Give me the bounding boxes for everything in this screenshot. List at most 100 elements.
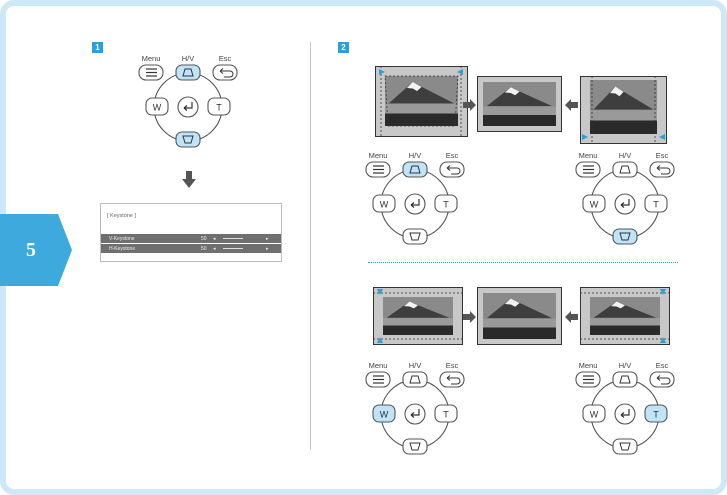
back-icon — [446, 375, 461, 385]
back-icon — [656, 375, 671, 385]
hv-label: H/V — [618, 151, 632, 160]
keystone-up-icon — [409, 165, 421, 174]
mountain-image-trapezoid-top — [375, 66, 468, 142]
enter-button[interactable] — [177, 96, 199, 118]
enter-icon — [410, 199, 420, 208]
keystone-down-icon — [182, 135, 194, 144]
t-button[interactable] — [434, 404, 458, 423]
esc-button[interactable] — [212, 64, 238, 81]
t-label: T — [216, 103, 222, 113]
esc-label: Esc — [655, 361, 669, 370]
t-label: T — [653, 200, 659, 210]
w-label: W — [153, 103, 162, 113]
v-keystone-row[interactable]: V-Keystone 50 ◂ ▸ — [101, 234, 281, 243]
enter-button[interactable] — [404, 403, 426, 425]
esc-label: Esc — [218, 54, 232, 63]
menu-label: Menu — [578, 151, 598, 160]
section-tab — [0, 214, 72, 286]
w-label: W — [590, 410, 599, 420]
keystone-down-button[interactable] — [612, 228, 638, 245]
keystone-down-icon — [619, 232, 631, 241]
v-keystone-slider[interactable] — [223, 238, 243, 239]
hv-keystone-up-button[interactable] — [612, 161, 638, 178]
w-button[interactable] — [582, 194, 606, 213]
menu-icon — [373, 375, 384, 384]
pad-step1: W T Menu H/V Esc — [133, 53, 243, 163]
keystone-up-icon — [182, 68, 194, 77]
step-badge-2: 2 — [338, 42, 349, 53]
esc-button[interactable] — [439, 161, 465, 178]
h-keystone-left-icon[interactable]: ◂ — [213, 245, 216, 252]
t-label: T — [443, 410, 449, 420]
enter-button[interactable] — [614, 403, 636, 425]
hv-keystone-up-button[interactable] — [402, 161, 428, 178]
h-keystone-value: 50 — [201, 245, 207, 252]
enter-button[interactable] — [404, 193, 426, 215]
keystone-menu: [ Keystone ] V-Keystone 50 ◂ ▸ H-Keyston… — [100, 203, 282, 262]
t-label: T — [653, 410, 659, 420]
mountain-image-corrected-top — [477, 76, 562, 137]
mountain-image-trapezoid-bottom — [373, 287, 463, 350]
menu-icon — [373, 165, 384, 174]
esc-label: Esc — [445, 151, 459, 160]
arrow-right-icon — [463, 98, 476, 116]
t-button[interactable] — [644, 404, 668, 423]
w-button[interactable] — [582, 404, 606, 423]
w-label: W — [380, 410, 389, 420]
back-icon — [656, 165, 671, 175]
esc-button[interactable] — [649, 371, 675, 388]
w-button[interactable] — [145, 97, 169, 116]
enter-icon — [620, 199, 630, 208]
t-button[interactable] — [207, 97, 231, 116]
v-keystone-right-icon[interactable]: ▸ — [266, 235, 269, 242]
enter-button[interactable] — [614, 193, 636, 215]
keystone-down-button[interactable] — [402, 438, 428, 455]
esc-label: Esc — [655, 151, 669, 160]
hv-keystone-up-button[interactable] — [402, 371, 428, 388]
menu-label: Menu — [368, 151, 388, 160]
hv-keystone-up-button[interactable] — [175, 64, 201, 81]
h-keystone-slider[interactable] — [223, 248, 243, 249]
pad-top-l: W T Menu H/V Esc — [360, 150, 470, 260]
keystone-down-icon — [409, 232, 421, 241]
arrow-left-icon — [565, 98, 578, 116]
h-keystone-right-icon[interactable]: ▸ — [266, 245, 269, 252]
keystone-up-icon — [619, 165, 631, 174]
menu-icon — [583, 375, 594, 384]
h-keystone-row[interactable]: H-Keystone 50 ◂ ▸ — [101, 244, 281, 253]
menu-icon — [583, 165, 594, 174]
menu-icon — [146, 68, 157, 77]
keystone-up-icon — [619, 375, 631, 384]
v-keystone-label: V-Keystone — [109, 235, 135, 242]
v-keystone-value: 50 — [201, 235, 207, 242]
pad-bot-r: W T Menu H/V Esc — [570, 360, 680, 470]
keystone-down-button[interactable] — [402, 228, 428, 245]
v-keystone-left-icon[interactable]: ◂ — [213, 235, 216, 242]
arrow-left-icon — [565, 310, 578, 328]
w-button[interactable] — [372, 194, 396, 213]
keystone-down-button[interactable] — [175, 131, 201, 148]
column-divider — [310, 42, 311, 450]
menu-label: Menu — [368, 361, 388, 370]
arrow-right-icon — [463, 310, 476, 328]
t-label: T — [443, 200, 449, 210]
back-icon — [446, 165, 461, 175]
esc-button[interactable] — [439, 371, 465, 388]
enter-icon — [410, 409, 420, 418]
h-keystone-label: H-Keystone — [109, 245, 136, 252]
hv-label: H/V — [408, 151, 422, 160]
t-button[interactable] — [434, 194, 458, 213]
t-button[interactable] — [644, 194, 668, 213]
hv-label: H/V — [181, 54, 195, 63]
esc-label: Esc — [445, 361, 459, 370]
hv-keystone-up-button[interactable] — [612, 371, 638, 388]
keystone-down-icon — [409, 442, 421, 451]
esc-button[interactable] — [649, 161, 675, 178]
w-button[interactable] — [372, 404, 396, 423]
keystone-down-button[interactable] — [612, 438, 638, 455]
pad-bot-l: W T Menu H/V Esc — [360, 360, 470, 470]
enter-icon — [620, 409, 630, 418]
mountain-image-reverse-top — [580, 76, 667, 149]
keystone-up-icon — [409, 375, 421, 384]
hv-label: H/V — [618, 361, 632, 370]
